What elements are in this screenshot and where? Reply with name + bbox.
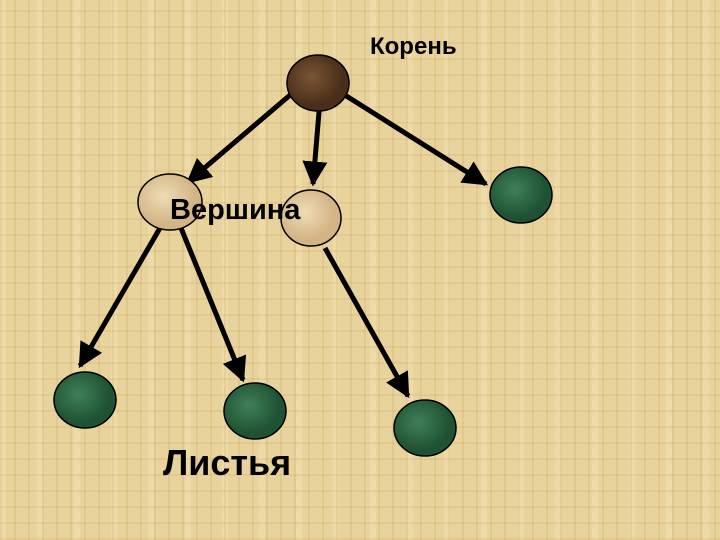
edge-vertex1-leaf2 xyxy=(178,227,247,383)
leaves-label: Листья xyxy=(163,442,292,483)
root-node xyxy=(286,54,350,112)
vertex-node-1 xyxy=(137,173,203,231)
edge-vertex2-leaf3 xyxy=(322,246,411,399)
leaf-node-3 xyxy=(393,399,457,457)
leaf-node-2 xyxy=(223,382,287,440)
root-label: Корень xyxy=(370,33,457,60)
leaf-node-right xyxy=(489,166,553,224)
vertex-label: Вершина xyxy=(170,194,301,226)
vertex-node-2 xyxy=(280,189,342,247)
edge-root-vertex2 xyxy=(302,99,328,187)
edge-vertex1-leaf1 xyxy=(77,226,163,369)
leaf-node-1 xyxy=(53,371,117,429)
edge-root-vertex1 xyxy=(186,88,298,184)
edge-root-leaf xyxy=(338,89,489,187)
